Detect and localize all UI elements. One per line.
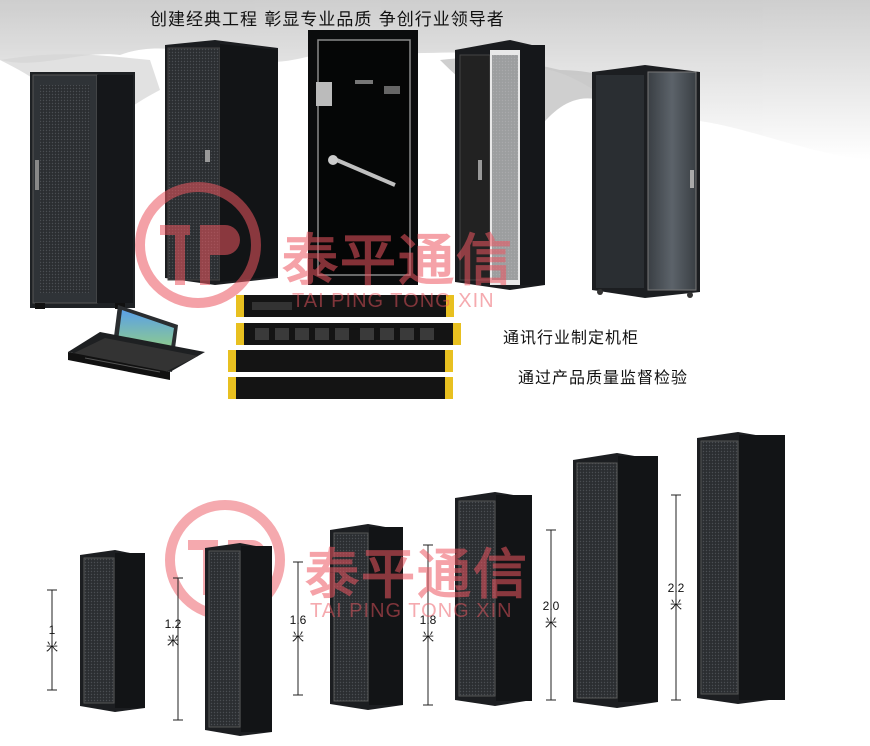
- height-label-1-2m: 1.2 米: [158, 616, 188, 650]
- cabinet-height-1m: [80, 550, 145, 712]
- cabinet-height-2-2m: [697, 432, 785, 704]
- cabinet-open-frame-top: [455, 40, 545, 290]
- height-value: 1.6: [289, 613, 307, 627]
- height-label-2-0m: 2.0 米: [536, 598, 566, 632]
- cabinet-height-1-8m: [455, 492, 532, 706]
- cabinet-shielded-top: [308, 30, 418, 285]
- watermark-english-top: TAI PING TONG XIN: [292, 290, 495, 312]
- height-unit: 米: [166, 633, 179, 648]
- height-unit: 米: [421, 629, 434, 644]
- height-value: 1: [48, 623, 56, 637]
- caption-quality-inspection: 通过产品质量监督检验: [518, 368, 689, 387]
- watermark-logo-icon-top: [135, 182, 261, 308]
- watermark-english-bottom: TAI PING TONG XIN: [310, 600, 513, 622]
- height-unit: 米: [544, 615, 557, 630]
- caption-industry-cabinet: 通讯行业制定机柜: [503, 328, 640, 347]
- height-value: 2.2: [667, 581, 685, 595]
- watermark-chinese-top: 泰平通信: [282, 229, 514, 294]
- height-value: 1.2: [164, 617, 182, 631]
- height-unit: 米: [291, 629, 304, 644]
- watermark-chinese-bottom: 泰平通信: [305, 543, 529, 606]
- pdu-strips: [228, 295, 461, 399]
- cabinet-height-1-2m: [205, 543, 272, 736]
- slogan-text: 创建经典工程 彰显专业品质 争创行业领导者: [150, 10, 505, 30]
- dimension-lines: [47, 494, 681, 721]
- height-label-2-2m: 2.2 米: [661, 580, 691, 614]
- height-label-1-8m: 1.8 米: [413, 612, 443, 646]
- cabinet-height-2-0m: [573, 453, 658, 708]
- height-value: 2.0: [542, 599, 560, 613]
- cabinet-glass-door-top: [592, 65, 700, 298]
- cabinet-mesh-door-top: [30, 72, 135, 309]
- cabinet-height-1-6m: [330, 524, 403, 710]
- height-value: 1.8: [419, 613, 437, 627]
- height-unit: 米: [45, 639, 58, 654]
- height-label-1-6m: 1.6 米: [283, 612, 313, 646]
- kvm-console-drawer: [68, 305, 205, 380]
- height-unit: 米: [669, 597, 682, 612]
